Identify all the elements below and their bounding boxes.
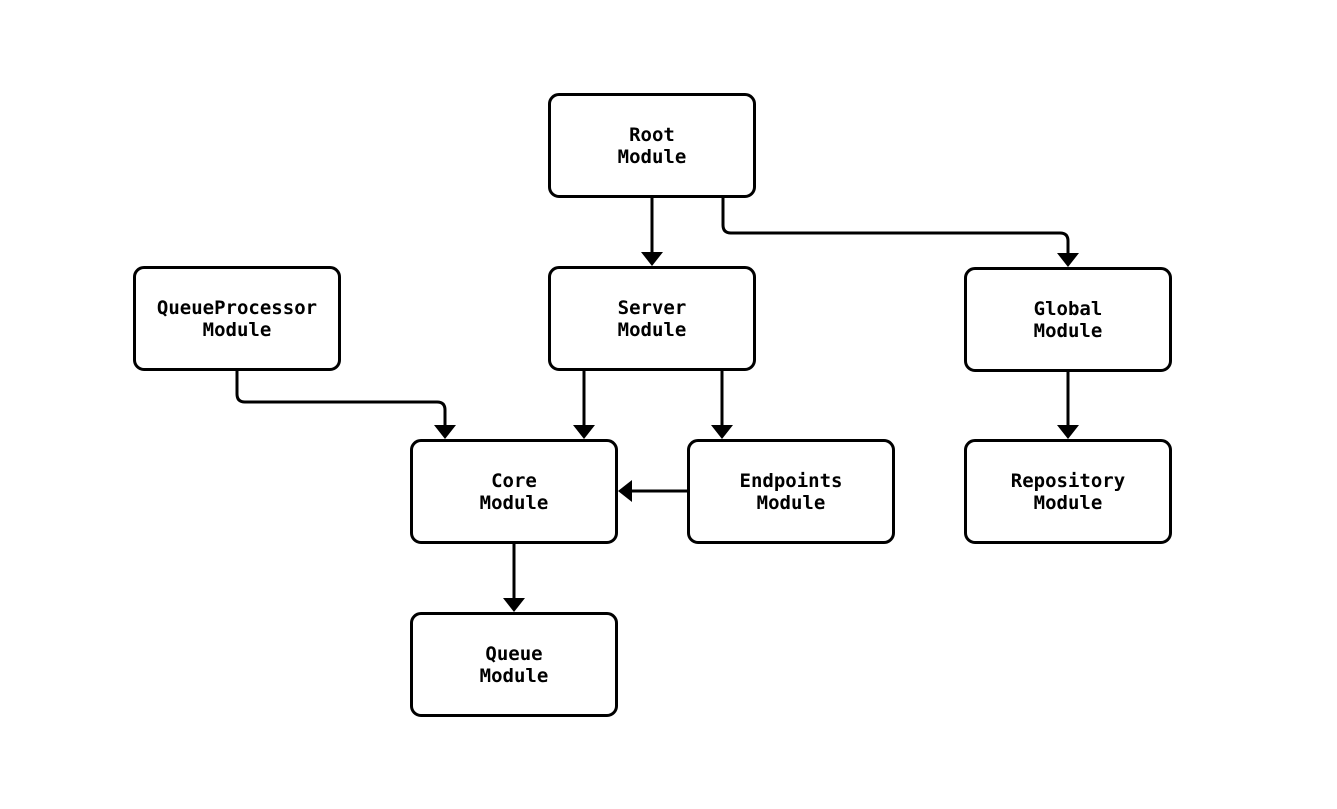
edge-global-to-repository [1057, 372, 1079, 439]
edge-server-to-endpoints [711, 371, 733, 439]
node-server-module: Server Module [548, 266, 756, 371]
node-queue-module: Queue Module [410, 612, 618, 717]
edge-server-to-core [573, 371, 595, 439]
node-global-module: Global Module [964, 267, 1172, 372]
edge-queueprocessor-to-core [235, 371, 456, 439]
node-core-module: Core Module [410, 439, 618, 544]
node-repository-module: Repository Module [964, 439, 1172, 544]
edge-core-to-queue [503, 544, 525, 612]
node-root-module: Root Module [548, 93, 756, 198]
edge-root-to-global [721, 198, 1079, 267]
edge-root-to-server [641, 198, 663, 266]
node-queueprocessor-module: QueueProcessor Module [133, 266, 341, 371]
edge-endpoints-to-core [618, 480, 687, 502]
node-endpoints-module: Endpoints Module [687, 439, 895, 544]
